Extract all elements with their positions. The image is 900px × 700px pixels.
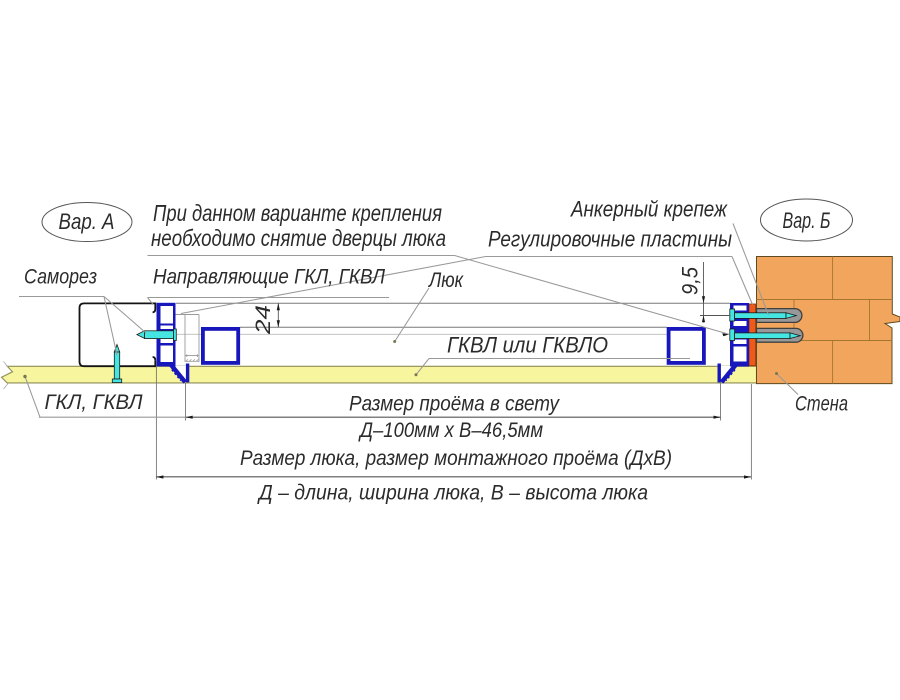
svg-text:24: 24: [252, 305, 275, 335]
svg-text:Д – длина, ширина люка, В – вы: Д – длина, ширина люка, В – высота люка: [257, 482, 648, 505]
svg-text:необходимо снятие дверцы люка: необходимо снятие дверцы люка: [151, 225, 446, 251]
svg-text:Размер люка, размер монтажного: Размер люка, размер монтажного проёма (Д…: [240, 447, 672, 470]
svg-text:Направляющие ГКЛ, ГКВЛ: Направляющие ГКЛ, ГКВЛ: [153, 266, 386, 289]
svg-text:Д–100мм х В–46,5мм: Д–100мм х В–46,5мм: [358, 419, 543, 442]
svg-text:Вар. А: Вар. А: [59, 209, 115, 234]
svg-text:Вар. Б: Вар. Б: [783, 208, 831, 233]
svg-text:Люк: Люк: [427, 269, 464, 292]
svg-text:9,5: 9,5: [678, 266, 703, 295]
svg-text:Стена: Стена: [795, 393, 848, 416]
svg-text:ГКВЛ или ГКВЛО: ГКВЛ или ГКВЛО: [447, 333, 608, 358]
svg-text:ГКЛ, ГКВЛ: ГКЛ, ГКВЛ: [45, 391, 144, 414]
svg-text:Саморез: Саморез: [24, 266, 97, 289]
svg-text:Анкерный крепеж: Анкерный крепеж: [569, 197, 727, 222]
svg-text:Размер проёма в свету: Размер проёма в свету: [349, 393, 560, 416]
svg-text:Регулировочные пластины: Регулировочные пластины: [488, 227, 732, 252]
svg-text:При данном варианте крепления: При данном варианте крепления: [153, 200, 442, 226]
